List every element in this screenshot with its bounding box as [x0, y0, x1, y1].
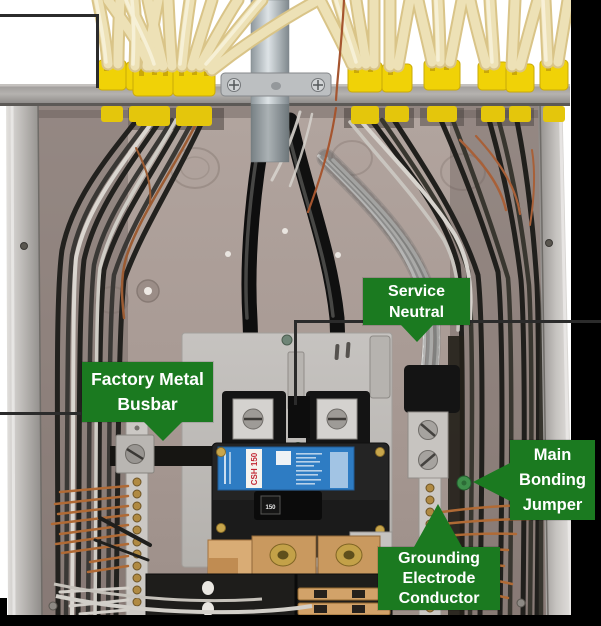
- label-factory-metal-busbar: Factory Metal Busbar: [82, 362, 213, 441]
- label-line: Factory Metal: [91, 369, 204, 389]
- bottom-black-bar: [0, 615, 601, 626]
- label-line: Bonding: [519, 470, 586, 489]
- label-line: Jumper: [522, 495, 583, 514]
- arrow-down-icon: [144, 422, 182, 441]
- left-neutral-busbar: [50, 393, 232, 617]
- right-black-bar: [571, 0, 601, 626]
- label-main-bonding-jumper: Main Bonding Jumper: [473, 440, 595, 520]
- label-line: Neutral: [388, 303, 445, 321]
- factory-busbar-leader: [0, 412, 82, 415]
- arrow-left-icon: [473, 463, 510, 501]
- label-line: Main: [533, 445, 572, 464]
- topleft-callout-line-v: [96, 14, 99, 88]
- arrow-down-icon: [401, 325, 433, 342]
- topleft-callout-line-h: [0, 14, 99, 17]
- label-line: Grounding: [398, 549, 480, 567]
- arrow-up-icon: [414, 504, 462, 547]
- label-grounding-electrode-conductor: Grounding Electrode Conductor: [378, 504, 500, 610]
- service-neutral-leader-right: [470, 320, 601, 323]
- label-service-neutral: Service Neutral: [363, 278, 470, 342]
- breaker-model-text: CSH 150: [250, 452, 259, 485]
- nm-cables: [91, 0, 575, 102]
- service-neutral-leader-left-h: [294, 320, 363, 323]
- service-neutral-leader-left-v: [294, 320, 297, 405]
- label-line: Busbar: [117, 394, 178, 414]
- bottom-left-notch: [0, 598, 7, 616]
- label-line: Service: [388, 282, 445, 300]
- service-conduit: [220, 0, 332, 163]
- label-line: Electrode: [402, 569, 476, 587]
- breaker-handle-text: 150: [265, 505, 276, 511]
- label-line: Conductor: [398, 589, 480, 607]
